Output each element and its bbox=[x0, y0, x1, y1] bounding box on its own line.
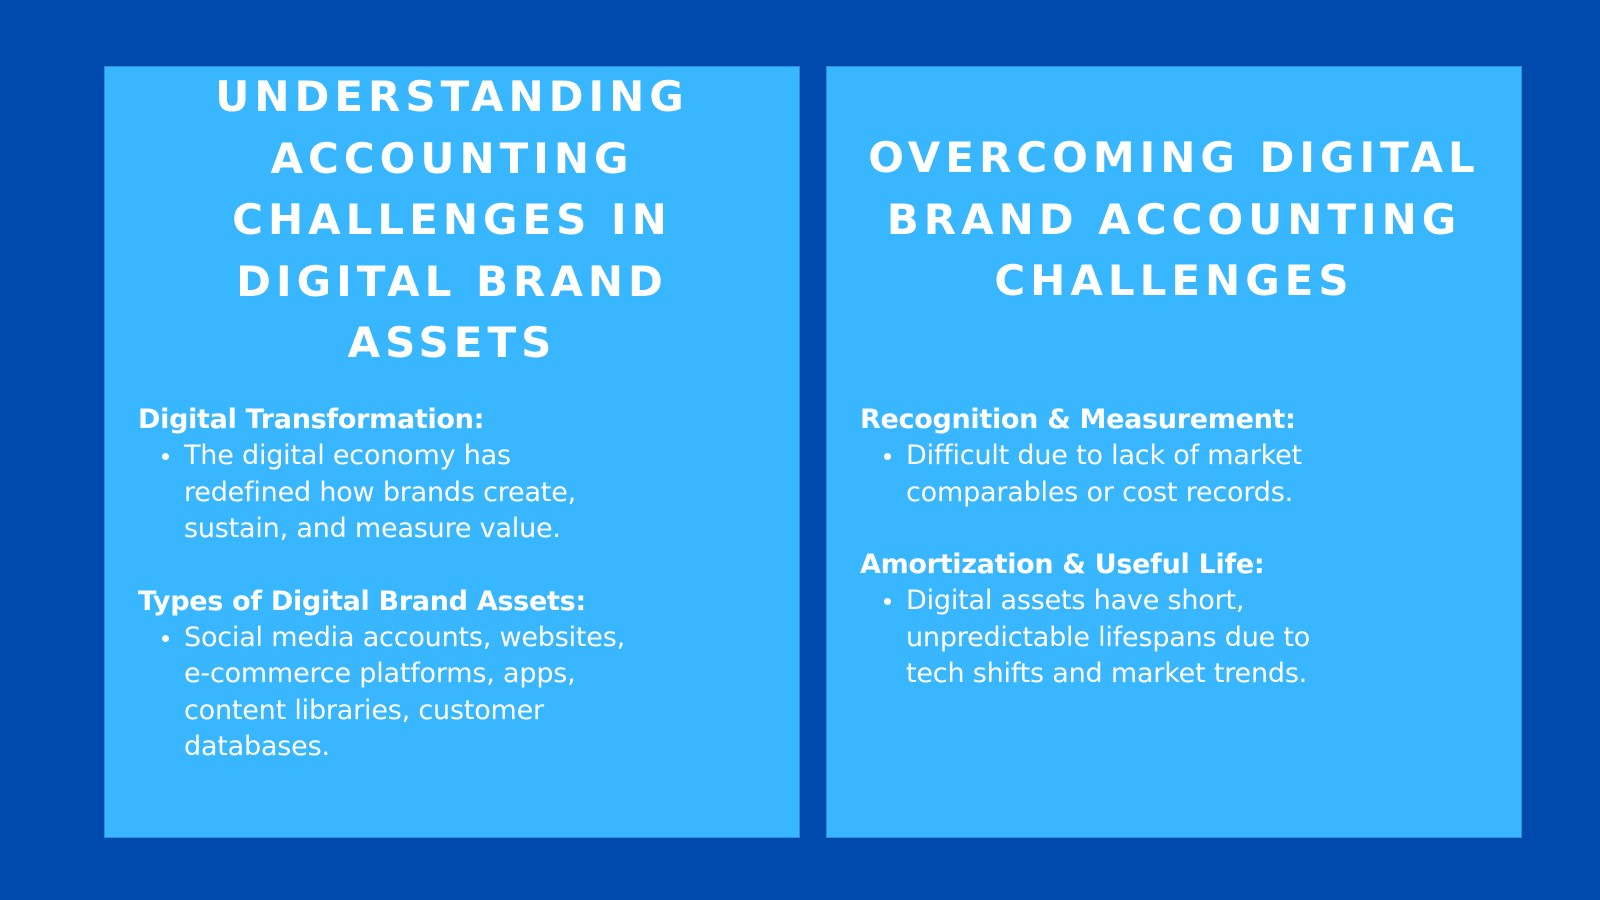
panel-title: OVERCOMING DIGITAL BRAND ACCOUNTING CHAL… bbox=[826, 127, 1522, 312]
title-line: UNDERSTANDING bbox=[215, 72, 689, 121]
bullet-list: Digital assets have short, unpredictable… bbox=[860, 583, 1502, 693]
panel-content: Recognition & Measurement: Difficult due… bbox=[860, 402, 1502, 729]
section-types-of-assets: Types of Digital Brand Assets: Social me… bbox=[138, 584, 780, 766]
bullet-dot-icon bbox=[884, 453, 891, 460]
bullet-line: sustain, and measure value. bbox=[184, 513, 561, 544]
bullet-line: content libraries, customer bbox=[184, 694, 544, 726]
section-heading: Types of Digital Brand Assets: bbox=[138, 585, 586, 617]
panel-title: UNDERSTANDING ACCOUNTING CHALLENGES IN D… bbox=[104, 66, 800, 374]
bullet-list: Social media accounts, websites, e-comme… bbox=[138, 620, 780, 766]
bullet-dot-icon bbox=[162, 634, 169, 642]
title-line: ASSETS bbox=[347, 318, 557, 367]
title-line: BRAND ACCOUNTING bbox=[886, 194, 1462, 244]
bullet-line: unpredictable lifespans due to bbox=[906, 621, 1311, 653]
section-digital-transformation: Digital Transformation: The digital econ… bbox=[138, 402, 780, 548]
bullet-list: Difficult due to lack of market comparab… bbox=[860, 438, 1502, 511]
panel-understanding-challenges: UNDERSTANDING ACCOUNTING CHALLENGES IN D… bbox=[104, 66, 800, 838]
title-line: CHALLENGES IN bbox=[232, 195, 672, 244]
section-heading: Amortization & Useful Life: bbox=[860, 549, 1265, 580]
bullet-item: Difficult due to lack of market comparab… bbox=[884, 438, 1502, 511]
title-line: OVERCOMING DIGITAL bbox=[868, 133, 1480, 182]
bullet-list: The digital economy has redefined how br… bbox=[138, 438, 780, 548]
panel-content: Digital Transformation: The digital econ… bbox=[138, 402, 780, 802]
bullet-line: redefined how brands create, bbox=[184, 476, 576, 508]
title-line: DIGITAL BRAND bbox=[236, 256, 668, 306]
bullet-line: databases. bbox=[184, 731, 330, 762]
title-line: ACCOUNTING bbox=[270, 133, 634, 183]
bullet-line: Digital assets have short, bbox=[906, 585, 1245, 616]
panel-overcoming-challenges: OVERCOMING DIGITAL BRAND ACCOUNTING CHAL… bbox=[826, 66, 1522, 838]
section-heading: Digital Transformation: bbox=[138, 404, 485, 435]
bullet-line: Social media accounts, websites, bbox=[184, 621, 625, 653]
section-amortization-useful-life: Amortization & Useful Life: Digital asse… bbox=[860, 547, 1502, 693]
bullet-dot-icon bbox=[884, 598, 891, 605]
bullet-item: The digital economy has redefined how br… bbox=[162, 438, 780, 548]
bullet-item: Digital assets have short, unpredictable… bbox=[884, 583, 1502, 693]
bullet-line: e-commerce platforms, apps, bbox=[184, 658, 576, 689]
section-recognition-measurement: Recognition & Measurement: Difficult due… bbox=[860, 402, 1502, 511]
title-line: CHALLENGES bbox=[994, 256, 1354, 305]
bullet-dot-icon bbox=[162, 453, 169, 460]
bullet-line: comparables or cost records. bbox=[906, 476, 1293, 508]
bullet-line: tech shifts and market trends. bbox=[906, 658, 1308, 689]
bullet-item: Social media accounts, websites, e-comme… bbox=[162, 620, 780, 766]
bullet-line: Difficult due to lack of market bbox=[906, 440, 1302, 471]
section-heading: Recognition & Measurement: bbox=[860, 404, 1296, 435]
bullet-line: The digital economy has bbox=[184, 440, 511, 471]
